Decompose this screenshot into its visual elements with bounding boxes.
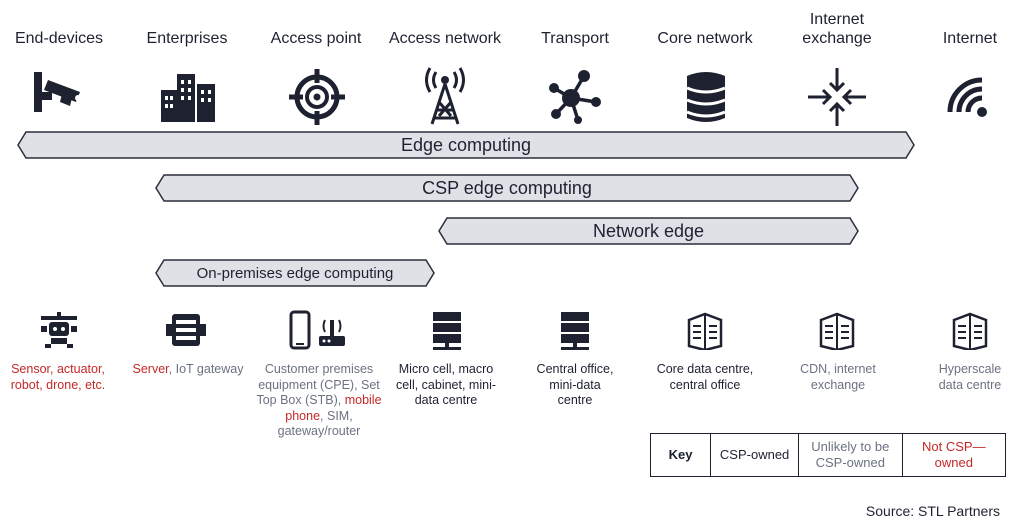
server-gateway-icon	[166, 314, 206, 346]
caption-segment: Core data centre, central office	[656, 362, 754, 392]
caption-access-network: Micro cell, macro cell, cabinet, mini-da…	[389, 362, 503, 409]
caption-segment: , SIM, gateway/router	[277, 408, 361, 439]
caption-segment: Sensor, actuator, robot, drone, etc.	[10, 362, 106, 392]
caption-transport: Central office, mini-data centre	[535, 362, 615, 409]
key-legend: Key CSP-owned Unlikely to be CSP-owned N…	[649, 433, 1007, 477]
source-note: Source: STL Partners	[865, 503, 1000, 519]
data-centre-icon	[687, 312, 723, 350]
column-label-end-devices: End-devices	[14, 30, 104, 47]
key-unlikely-csp-owned: Unlikely to be CSP-owned	[798, 433, 903, 477]
caption-end-devices: Sensor, actuator, robot, drone, etc.	[0, 362, 119, 393]
robot-drone-icon	[41, 312, 77, 348]
wifi-signal-icon	[947, 77, 987, 117]
target-icon	[289, 69, 345, 125]
csp-edge-computing-label: CSP edge computing	[422, 177, 592, 198]
on-premises-bar: On-premises edge computing	[155, 259, 435, 287]
server-rack-icon	[561, 312, 589, 350]
column-label-internet-exchange: Internet exchange	[802, 11, 872, 47]
server-rack-icon	[433, 312, 461, 350]
network-hub-icon	[549, 70, 601, 124]
caption-enterprises: Server, IoT gateway	[126, 362, 250, 378]
column-label-internet: Internet	[942, 30, 998, 47]
phone-router-icon	[289, 310, 345, 350]
caption-segment: Central office, mini-data centre	[536, 362, 614, 407]
edge-computing-label: Edge computing	[400, 134, 532, 155]
data-centre-icon	[819, 312, 855, 350]
converging-arrows-icon	[808, 68, 866, 126]
radio-tower-icon	[425, 67, 465, 125]
column-label-enterprises: Enterprises	[146, 30, 228, 47]
edge-computing-bar: Edge computing	[17, 131, 915, 159]
edge-computing-bar-shape	[17, 131, 915, 159]
cctv-camera-icon	[34, 72, 81, 112]
caption-segment: , IoT gateway	[168, 362, 244, 376]
key-title: Key	[649, 433, 712, 477]
csp-edge-computing-bar-shape	[155, 174, 859, 202]
database-icon	[686, 72, 726, 122]
buildings-icon	[161, 74, 215, 122]
caption-internet: Hyperscale data centre	[926, 362, 1014, 393]
key-not-csp-owned: Not CSP—owned	[901, 433, 1007, 477]
caption-access-point: Customer premises equipment (CPE), Set T…	[254, 362, 384, 440]
caption-segment: CDN, internet exchange	[800, 362, 876, 392]
network-edge-bar: Network edge	[438, 217, 859, 245]
network-edge-label: Network edge	[592, 220, 705, 241]
caption-segment: Micro cell, macro cell, cabinet, mini-da…	[395, 362, 497, 407]
caption-internet-exchange: CDN, internet exchange	[790, 362, 886, 393]
data-centre-icon	[952, 312, 988, 350]
key-csp-owned: CSP-owned	[710, 433, 800, 477]
column-label-core-network: Core network	[657, 30, 753, 47]
csp-edge-computing-bar: CSP edge computing	[155, 174, 859, 202]
column-label-transport: Transport	[541, 30, 609, 47]
caption-segment: Server	[132, 362, 169, 376]
caption-segment: mobile phone	[285, 393, 382, 423]
caption-core-network: Core data centre, central office	[643, 362, 767, 393]
network-edge-bar-shape	[438, 217, 859, 245]
column-label-access-point: Access point	[270, 30, 362, 47]
on-premises-label: On-premises edge computing	[196, 264, 394, 282]
caption-segment: Hyperscale data centre	[938, 362, 1002, 392]
on-premises-bar-shape	[155, 259, 435, 287]
column-label-access-network: Access network	[388, 30, 502, 47]
caption-segment: Customer premises equipment (CPE), Set T…	[256, 362, 380, 407]
